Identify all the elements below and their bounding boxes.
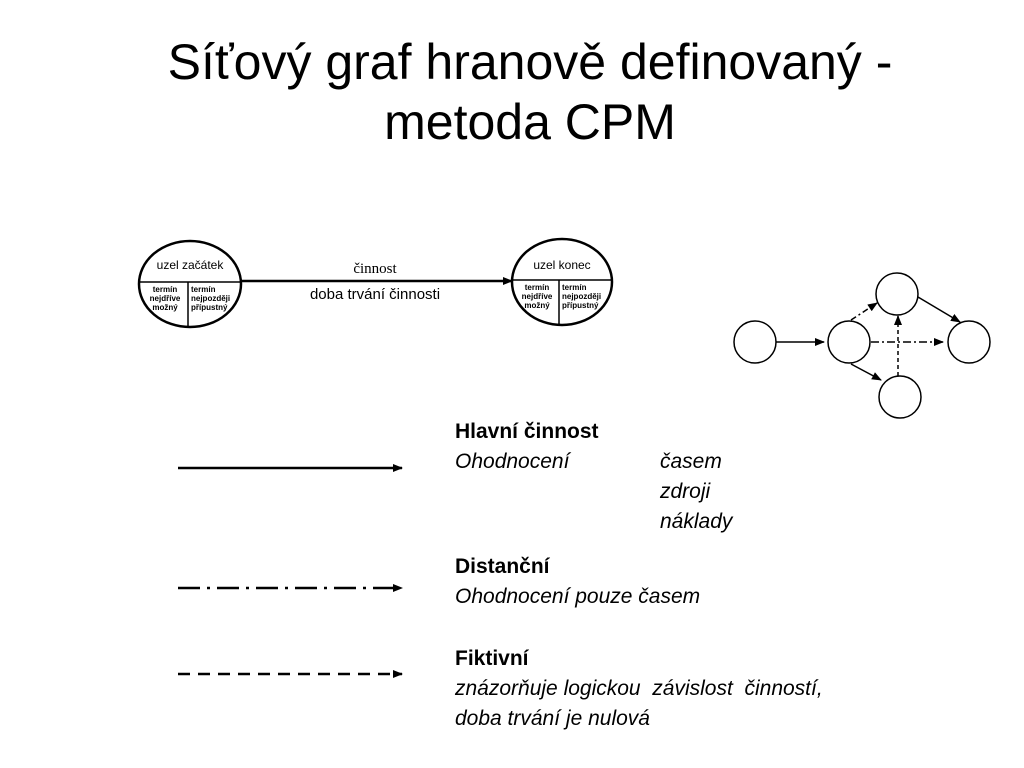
legend-main-heading: Hlavní činnost [455,420,599,443]
legend-dummy-heading: Fiktivní [455,647,529,670]
legend-main-item-time: časem [660,450,722,473]
net-node-4 [947,320,991,364]
node-end-ellipse [510,237,614,327]
title-line-1: Síťový graf hranově definovaný - [167,34,893,90]
node-end-right-2: nejpozději [562,292,601,301]
legend-main-item-resources: zdroji [660,480,711,503]
legend-dummy: Fiktivní znázorňuje logickou závislost č… [455,644,823,734]
net-node-5 [878,375,922,419]
legend-dummy-line-1: znázorňuje logickou závislost činností, [455,677,823,700]
legend-main-items: časem zdroji náklady [660,447,732,537]
node-end: uzel konec termín nejdříve možný termín … [510,237,614,327]
node-start: uzel začátek termín nejdříve možný termí… [137,239,243,329]
node-start-left-1: termín [153,285,178,294]
legend-distance-heading: Distanční [455,555,550,578]
net-edge-2-5 [850,363,882,381]
node-end-right-3: přípustný [562,301,599,310]
node-start-right-2: nejpozději [191,294,230,303]
node-end-right-1: termín [562,283,587,292]
node-end-left-1: termín [525,283,550,292]
net-node-2 [827,320,871,364]
node-start-ellipse [137,239,243,329]
edge-label-top: činnost [353,261,397,277]
node-start-right-3: přípustný [191,303,228,312]
net-edge-2-3-distance [850,302,878,321]
legend-main-label: Ohodnocení [455,450,570,473]
sample-network [733,272,991,419]
node-end-left-2: nejdříve [522,292,553,301]
node-start-left-2: nejdříve [150,294,181,303]
legend-distance: Distanční Ohodnocení pouze časem [455,552,700,612]
legend-main: Hlavní činnost Ohodnocení [455,417,599,477]
node-end-label: uzel konec [533,258,590,272]
page-title: Síťový graf hranově definovaný - metoda … [60,32,1000,152]
edge-label-bottom: doba trvání činnosti [310,286,440,303]
net-node-3 [875,272,919,316]
node-start-right-1: termín [191,285,216,294]
node-start-left-3: možný [152,303,178,312]
node-start-label: uzel začátek [157,258,225,272]
legend-dummy-line-2: doba trvání je nulová [455,707,650,730]
legend-main-item-costs: náklady [660,510,733,533]
node-end-left-3: možný [524,301,550,310]
title-line-2: metoda CPM [384,94,676,150]
legend-distance-text: Ohodnocení pouze časem [455,585,701,608]
net-node-1 [733,320,777,364]
net-edge-3-4 [917,296,961,323]
